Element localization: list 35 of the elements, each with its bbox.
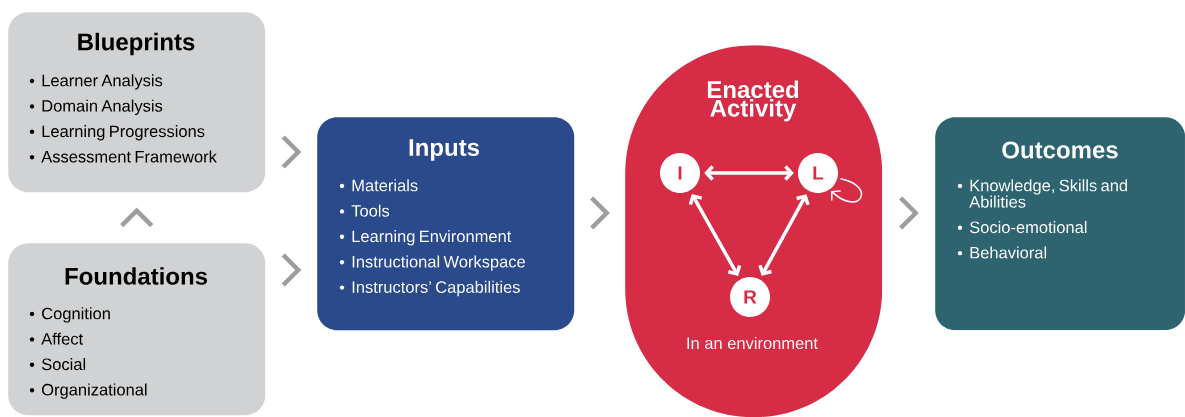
bullet-item: Tools	[339, 204, 390, 217]
chevron-arrow	[590, 196, 610, 230]
double-arrow	[688, 194, 742, 276]
bullet-item: Learner Analysis	[29, 74, 163, 90]
bullet-item: Knowledge, Skills and Abilities	[957, 179, 1127, 208]
bullet-item: Cognition	[29, 307, 110, 323]
bullet-item: Learning Progressions	[29, 125, 205, 141]
bullet-item: Instructional Workspace	[339, 255, 525, 271]
process-box	[317, 117, 575, 331]
box-title: Foundations	[65, 267, 208, 285]
loop-arrow	[831, 178, 863, 203]
chevron-arrow	[899, 196, 919, 230]
double-arrow	[758, 194, 810, 276]
double-arrow	[704, 165, 794, 181]
bullet-item: Socio-emotional	[957, 221, 1087, 234]
bullet-item: Instructors’ Capabilities	[339, 280, 520, 297]
bullet-item: Social	[29, 358, 86, 371]
box-title: Outcomes	[1002, 141, 1118, 159]
caption-text: In an environment	[687, 336, 818, 350]
box-title: Blueprints	[78, 32, 195, 56]
box-title: Enacted Activity	[707, 80, 799, 122]
bullet-item: Assessment Framework	[29, 150, 217, 163]
chevron-arrow	[120, 207, 154, 228]
box-title: Inputs	[409, 139, 480, 161]
bullet-item: Behavioral	[957, 246, 1047, 259]
process-box	[8, 12, 266, 193]
bullet-item: Organizational	[29, 383, 147, 399]
chevron-arrow	[281, 253, 302, 287]
process-box	[8, 243, 266, 416]
bullet-item: Domain Analysis	[29, 99, 163, 115]
bullet-item: Learning Environment	[339, 230, 512, 246]
bullet-item: Materials	[339, 179, 418, 192]
process-box	[935, 117, 1185, 331]
bullet-item: Affect	[29, 332, 83, 345]
chevron-arrow	[281, 135, 302, 169]
